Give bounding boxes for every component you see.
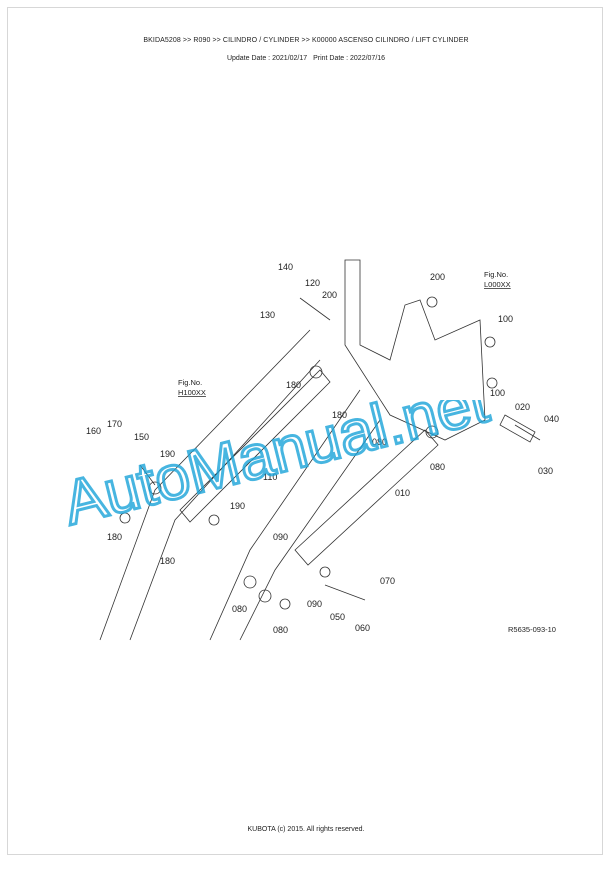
upper-bracket [344, 259, 486, 441]
callout-130: 130 [260, 310, 275, 320]
pins [139, 297, 541, 601]
fig-ref-label: Fig.No. [484, 270, 508, 279]
callout-090: 090 [273, 532, 288, 542]
callout-100: 100 [490, 388, 505, 398]
callout-180: 180 [332, 410, 347, 420]
callout-150: 150 [134, 432, 149, 442]
boom-outline-left [99, 329, 321, 641]
callout-070: 070 [380, 576, 395, 586]
date-line: Update Date : 2021/02/17 Print Date : 20… [0, 55, 612, 62]
callout-030: 030 [538, 466, 553, 476]
callout-120: 120 [305, 278, 320, 288]
callout-180: 180 [160, 556, 175, 566]
update-date: Update Date : 2021/02/17 [226, 55, 308, 62]
callout-080: 080 [430, 462, 445, 472]
fig-ref-label: Fig.No. [178, 378, 202, 387]
cylinder-010 [294, 429, 439, 566]
page-border [7, 7, 603, 855]
callout-180: 180 [107, 532, 122, 542]
callout-190: 190 [160, 449, 175, 459]
breadcrumb: BKIDA5208 >> R090 >> CILINDRO / CYLINDER… [143, 37, 469, 44]
washer [309, 365, 323, 379]
callout-080: 080 [372, 437, 387, 447]
footer-copyright: KUBOTA (c) 2015. All rights reserved. [247, 826, 365, 833]
callout-050: 050 [330, 612, 345, 622]
cylinder-110 [179, 369, 331, 523]
callout-080: 080 [232, 604, 247, 614]
callout-160: 160 [86, 426, 101, 436]
washer [486, 377, 498, 389]
callout-060: 060 [355, 623, 370, 633]
washer [148, 481, 162, 495]
pin-020 [499, 414, 536, 443]
callout-020: 020 [515, 402, 530, 412]
callout-190: 190 [230, 501, 245, 511]
callout-040: 040 [544, 414, 559, 424]
callout-140: 140 [278, 262, 293, 272]
callout-080: 080 [273, 625, 288, 635]
parts-diagram: 140 120 200 130 200 100 180 180 100 020 … [86, 259, 559, 641]
callout-010: 010 [395, 488, 410, 498]
callout-200: 200 [430, 272, 445, 282]
fig-ref-code: H100XX [178, 388, 206, 397]
print-date: Print Date : 2022/07/16 [313, 55, 386, 62]
callout-170: 170 [107, 419, 122, 429]
callout-110: 110 [263, 472, 277, 482]
callout-100: 100 [498, 314, 513, 324]
boom-outline-right [209, 389, 381, 641]
fig-ref-code: L000XX [484, 280, 511, 289]
washer [426, 296, 438, 308]
washer [425, 425, 439, 439]
washer [243, 575, 257, 589]
washer [208, 514, 220, 526]
callout-200: 200 [322, 290, 337, 300]
washer [319, 566, 331, 578]
washer [119, 512, 131, 524]
washer [258, 589, 272, 603]
figure-code: R5635-093-10 [508, 625, 556, 634]
washer [484, 336, 496, 348]
callout-090: 090 [307, 599, 322, 609]
callout-180: 180 [286, 380, 301, 390]
washer [279, 598, 291, 610]
